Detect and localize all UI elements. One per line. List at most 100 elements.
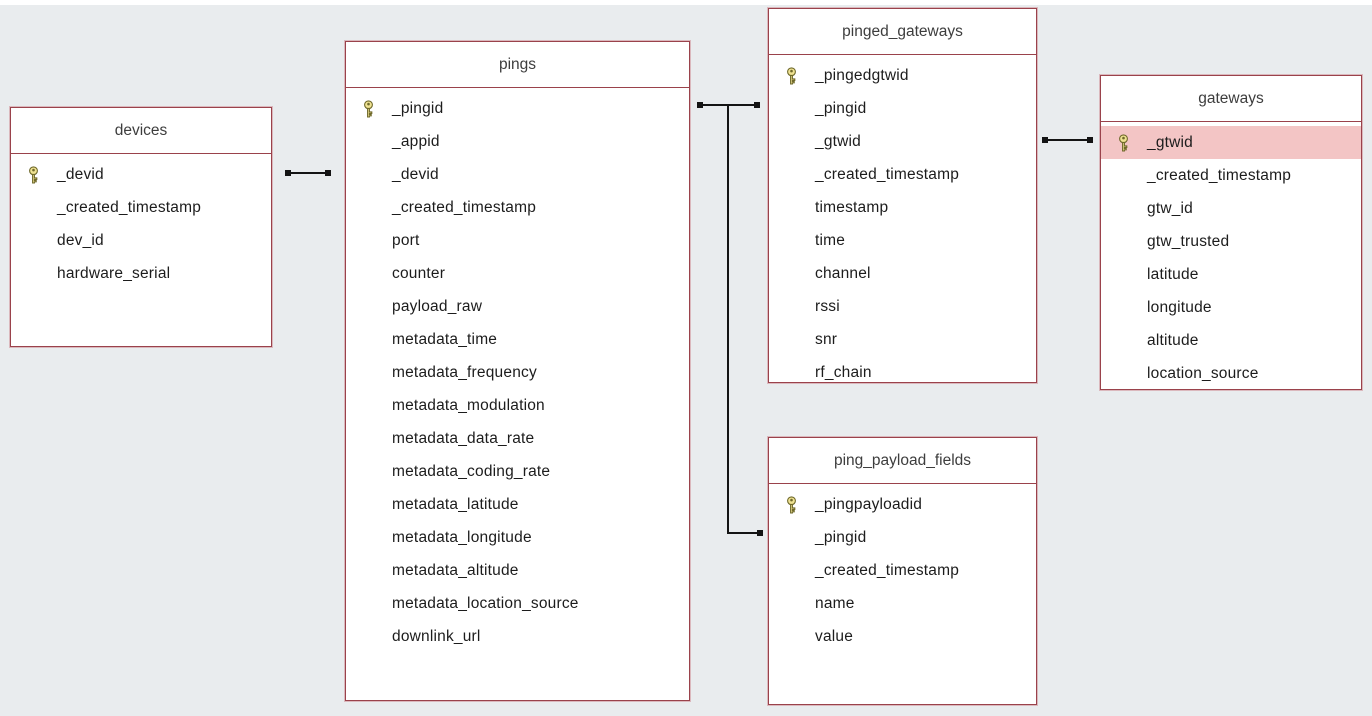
field-row[interactable]: latitude	[1101, 258, 1361, 291]
field-row[interactable]: _appid	[346, 125, 689, 158]
primary-key-icon	[1117, 167, 1147, 185]
field-row[interactable]: _created_timestamp	[1101, 159, 1361, 192]
table-pinged_gateways[interactable]: pinged_gateways _pingedgtwid _pingid	[768, 8, 1037, 383]
table-ping_payload_fields[interactable]: ping_payload_fields _pingpayloadid _ping…	[768, 437, 1037, 705]
field-name: metadata_coding_rate	[392, 462, 551, 480]
field-list: _gtwid _created_timestamp gtw_id	[1101, 122, 1361, 389]
primary-key-icon	[785, 199, 815, 217]
field-name: hardware_serial	[57, 264, 171, 282]
field-name: _created_timestamp	[392, 198, 537, 216]
field-row[interactable]: altitude	[1101, 324, 1361, 357]
field-row[interactable]: _gtwid	[769, 125, 1036, 158]
field-row[interactable]: metadata_latitude	[346, 488, 689, 521]
primary-key-icon	[785, 628, 815, 646]
primary-key-icon	[27, 265, 57, 283]
field-name: _appid	[392, 132, 440, 150]
primary-key-icon	[362, 628, 392, 646]
primary-key-icon	[362, 133, 392, 151]
primary-key-icon	[1117, 133, 1147, 152]
primary-key-icon	[1117, 200, 1147, 218]
primary-key-icon	[362, 265, 392, 283]
field-row[interactable]: metadata_location_source	[346, 587, 689, 620]
field-row[interactable]: gtw_trusted	[1101, 225, 1361, 258]
table-titlebar[interactable]: pinged_gateways	[769, 9, 1036, 55]
field-row[interactable]: _pingid	[769, 92, 1036, 125]
top-strip	[0, 0, 1372, 5]
field-row[interactable]: _pingid	[769, 521, 1036, 554]
field-name: metadata_time	[392, 330, 498, 348]
field-row[interactable]: _pingedgtwid	[769, 59, 1036, 92]
primary-key-icon	[785, 66, 815, 85]
field-row[interactable]: payload_raw	[346, 290, 689, 323]
relationship-endpoint	[697, 102, 703, 108]
field-row[interactable]: _created_timestamp	[11, 191, 271, 224]
primary-key-icon	[1117, 299, 1147, 317]
relationship-endpoint	[1042, 137, 1048, 143]
table-titlebar[interactable]: pings	[346, 42, 689, 88]
primary-key-icon	[1117, 266, 1147, 284]
field-row[interactable]: rssi	[769, 290, 1036, 323]
field-row[interactable]: metadata_data_rate	[346, 422, 689, 455]
field-name: metadata_data_rate	[392, 429, 535, 447]
field-row[interactable]: name	[769, 587, 1036, 620]
field-row[interactable]: value	[769, 620, 1036, 653]
table-gateways[interactable]: gateways _gtwid _created_timestamp	[1100, 75, 1362, 390]
field-name: _created_timestamp	[57, 198, 202, 216]
field-row[interactable]: gtw_id	[1101, 192, 1361, 225]
primary-key-icon	[362, 166, 392, 184]
field-name: _created_timestamp	[815, 561, 960, 579]
field-name: metadata_location_source	[392, 594, 579, 612]
field-row[interactable]: dev_id	[11, 224, 271, 257]
primary-key-icon	[785, 133, 815, 151]
table-titlebar[interactable]: gateways	[1101, 76, 1361, 122]
field-row[interactable]: _devid	[11, 158, 271, 191]
field-row[interactable]: _devid	[346, 158, 689, 191]
field-row[interactable]: hardware_serial	[11, 257, 271, 290]
field-row[interactable]: downlink_url	[346, 620, 689, 653]
field-name: _created_timestamp	[1147, 166, 1292, 184]
field-row[interactable]: snr	[769, 323, 1036, 356]
primary-key-icon	[785, 529, 815, 547]
field-row[interactable]: metadata_coding_rate	[346, 455, 689, 488]
primary-key-icon	[362, 331, 392, 349]
field-row[interactable]: _created_timestamp	[769, 554, 1036, 587]
field-row[interactable]: longitude	[1101, 291, 1361, 324]
field-row[interactable]: timestamp	[769, 191, 1036, 224]
field-name: name	[815, 594, 855, 612]
field-name: time	[815, 231, 846, 249]
field-row[interactable]: _created_timestamp	[346, 191, 689, 224]
primary-key-icon	[785, 364, 815, 382]
field-row[interactable]: port	[346, 224, 689, 257]
field-row[interactable]: metadata_time	[346, 323, 689, 356]
field-row[interactable]: _gtwid	[1101, 126, 1361, 159]
table-pings[interactable]: pings _pingid _appid	[345, 41, 690, 701]
field-row[interactable]: location_source	[1101, 357, 1361, 389]
table-devices[interactable]: devices _devid _created_timestamp	[10, 107, 272, 347]
field-row[interactable]: metadata_frequency	[346, 356, 689, 389]
relationship-line-pings-ping_payload_fields[interactable]	[727, 106, 760, 534]
field-row[interactable]: _pingpayloadid	[769, 488, 1036, 521]
field-row[interactable]: time	[769, 224, 1036, 257]
field-row[interactable]: counter	[346, 257, 689, 290]
field-row[interactable]: metadata_altitude	[346, 554, 689, 587]
field-row[interactable]: _pingid	[346, 92, 689, 125]
field-row[interactable]: rf_chain	[769, 356, 1036, 382]
table-titlebar[interactable]: ping_payload_fields	[769, 438, 1036, 484]
field-name: _created_timestamp	[815, 165, 960, 183]
primary-key-icon	[785, 166, 815, 184]
field-row[interactable]: channel	[769, 257, 1036, 290]
field-name: altitude	[1147, 331, 1199, 349]
field-name: rf_chain	[815, 363, 872, 381]
field-name: longitude	[1147, 298, 1212, 316]
field-name: _pingid	[392, 99, 444, 117]
field-row[interactable]: metadata_modulation	[346, 389, 689, 422]
field-row[interactable]: _created_timestamp	[769, 158, 1036, 191]
relationship-endpoint	[325, 170, 331, 176]
field-name: rssi	[815, 297, 840, 315]
relationship-endpoint	[754, 102, 760, 108]
primary-key-icon	[362, 232, 392, 250]
table-titlebar[interactable]: devices	[11, 108, 271, 154]
field-row[interactable]: metadata_longitude	[346, 521, 689, 554]
field-name: _pingid	[815, 99, 867, 117]
